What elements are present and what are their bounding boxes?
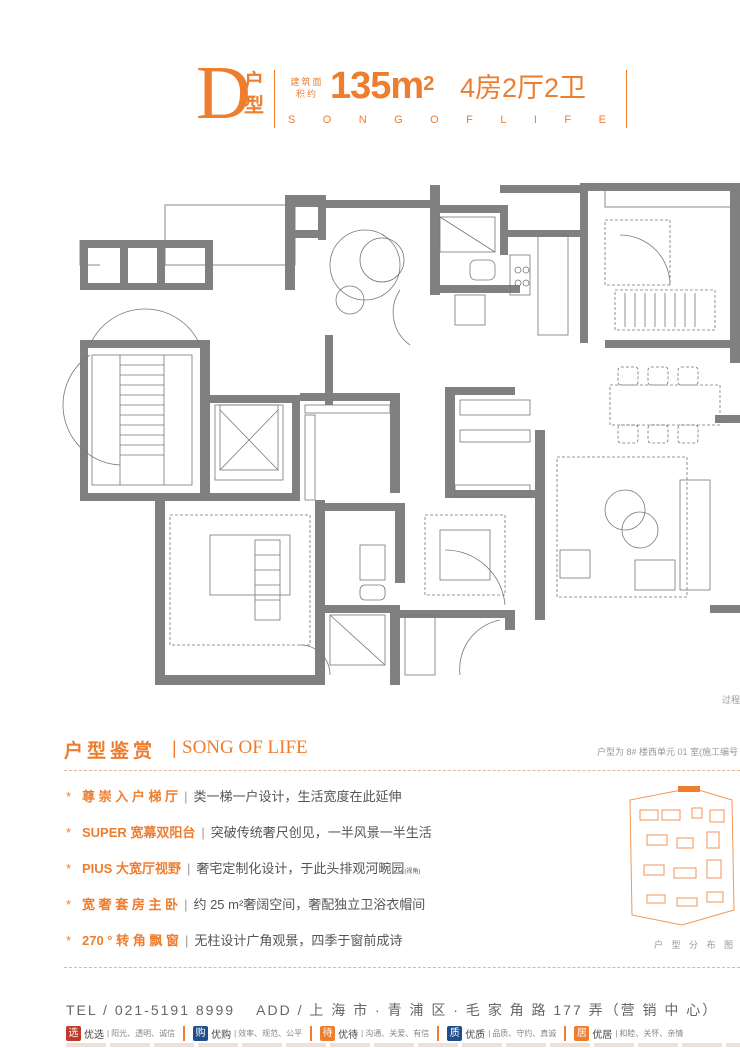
- unit-location-minimap: [629, 786, 735, 926]
- tag-icon: 居: [574, 1026, 590, 1041]
- tag-icon: 质: [447, 1026, 463, 1041]
- tag-desc: 品质、守约、真诚: [492, 1029, 557, 1038]
- feature-star: *: [66, 825, 72, 840]
- tag-bar: |: [107, 1029, 110, 1038]
- subtitle-letter: L: [500, 114, 509, 126]
- unit-type-letter: D: [196, 51, 251, 135]
- section-title: 户型鉴赏: [64, 741, 157, 762]
- tag-icon: 选: [66, 1026, 81, 1041]
- balcony-left: [164, 204, 296, 266]
- feature-item: *SUPER 宽幕双阳台|突破传统奢尺创见，一半风景一半生活: [66, 825, 432, 840]
- minimap-label: 户 型 分 布 图: [654, 940, 737, 950]
- tag-bar: |: [361, 1029, 364, 1038]
- feature-star: *: [66, 861, 72, 876]
- feature-item: *270 ° 转 角 飘 窗|无柱设计广角观景，四季于窗前成诗: [66, 933, 403, 948]
- plan-cut-note: 过程: [722, 695, 740, 705]
- tag-desc: 沟通、关爱、有信: [365, 1029, 430, 1038]
- feature-star: *: [66, 933, 72, 948]
- tag-divider: [564, 1026, 567, 1041]
- tag-name: 优待: [338, 1030, 359, 1041]
- section-separator: |: [172, 738, 177, 758]
- tag-desc: 效率、规范、公平: [238, 1029, 303, 1038]
- subtitle-letter: S: [288, 114, 298, 126]
- section-note: 户型为 8# 楼西单元 01 室(施工编号: [597, 747, 739, 757]
- divider-top: [64, 770, 740, 771]
- tag-desc: 和睦、关怀、亲情: [619, 1029, 684, 1038]
- tag-icon: 购: [193, 1026, 209, 1041]
- header-divider-left: [274, 70, 275, 128]
- subtitle-letter: G: [394, 114, 405, 126]
- area-value: 135m2: [330, 65, 434, 107]
- subtitle-letter: F: [564, 114, 574, 126]
- tag-divider: [183, 1026, 186, 1041]
- floor-plan: [62, 183, 740, 685]
- feature-item: *PIUS 大宽厅视野|奢宅定制化设计，于此头排观河畹园(视角): [66, 861, 421, 876]
- subtitle-letter: O: [322, 114, 334, 126]
- feature-star: *: [66, 897, 72, 912]
- divider-bottom: [64, 967, 740, 968]
- tag-icon: 待: [320, 1026, 336, 1041]
- feature-item: *尊 崇 入 户 梯 厅|类一梯一户设计，生活宽度在此延伸: [66, 789, 402, 804]
- subtitle-letter: F: [466, 114, 475, 126]
- subtitle-letter: O: [430, 114, 441, 126]
- service-tags: 选优选|阳光、透明、诚信购优购|效率、规范、公平待优待|沟通、关爱、有信质优质|…: [66, 1026, 683, 1041]
- tag-bar: |: [615, 1029, 618, 1038]
- fine-print-strip: [66, 1043, 740, 1047]
- subtitle-letter: I: [533, 114, 539, 126]
- subtitle-letter: N: [358, 114, 369, 126]
- tag-name: 优居: [592, 1030, 613, 1041]
- feature-item: *宽 奢 套 房 主 卧|约 25 m²奢阔空间，奢配独立卫浴衣帽间: [66, 897, 426, 912]
- tag-desc: 阳光、透明、诚信: [111, 1029, 176, 1038]
- tag-name: 优质: [465, 1030, 486, 1041]
- area-label: 建筑面积约: [290, 77, 324, 99]
- contact-info: TEL / 021-5191 8999 ADD / 上 海 市 · 青 浦 区 …: [66, 1002, 719, 1018]
- section-title-en: SONG OF LIFE: [182, 737, 308, 758]
- room-count: 4房2厅2卫: [460, 73, 587, 103]
- minimap-highlight: [678, 786, 700, 792]
- stairs: [119, 355, 165, 485]
- tag-bar: |: [234, 1029, 237, 1038]
- tag-divider: [437, 1026, 440, 1041]
- tag-bar: |: [488, 1029, 491, 1038]
- subtitle-letter: E: [598, 114, 608, 126]
- unit-type-suffix: 户型: [244, 71, 264, 117]
- feature-star: *: [66, 789, 72, 804]
- walls: [80, 183, 740, 685]
- header-divider-right: [626, 70, 627, 128]
- tag-name: 优购: [211, 1030, 232, 1041]
- tag-name: 优选: [84, 1030, 104, 1041]
- tag-divider: [310, 1026, 313, 1041]
